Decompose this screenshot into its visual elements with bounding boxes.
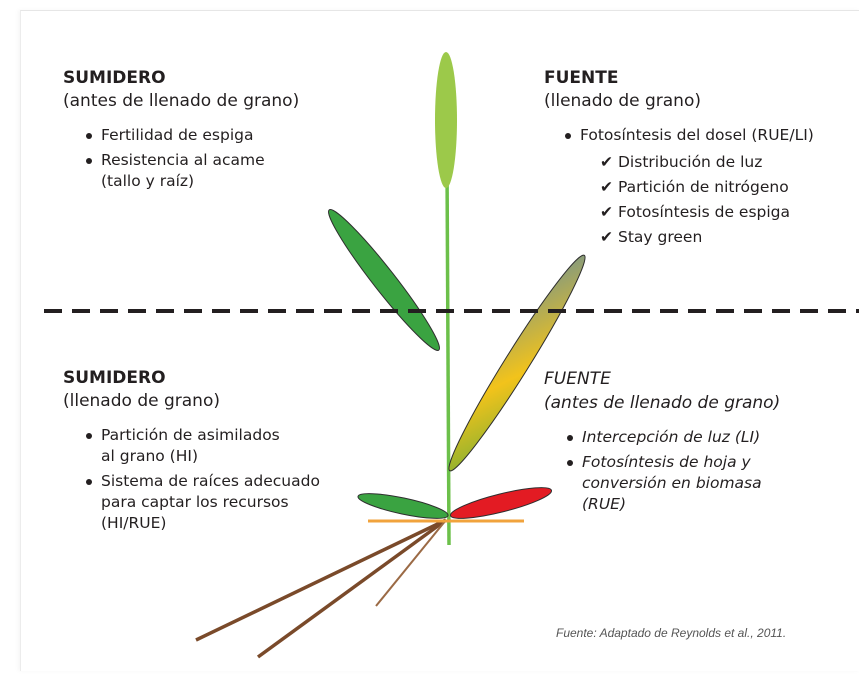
- bullet-item: Sistema de raíces adecuado para captar l…: [83, 471, 373, 534]
- check-item: ✔ Fotosíntesis de espiga: [600, 200, 859, 225]
- check-item: ✔ Partición de nitrógeno: [600, 175, 859, 200]
- bullet-line: para captar los recursos: [101, 493, 289, 511]
- bullet-list: Partición de asimilados al grano (HI) Si…: [83, 425, 373, 534]
- check-label: Partición de nitrógeno: [618, 178, 789, 196]
- source-caption: Fuente: Adaptado de Reynolds et al., 201…: [556, 626, 787, 640]
- spike: [435, 52, 457, 188]
- bullet-line: Partición de asimilados: [101, 426, 280, 444]
- subheading: (llenado de grano): [63, 391, 220, 411]
- bullet-item: Intercepción de luz (LI): [564, 427, 859, 448]
- root: [256, 518, 448, 659]
- bullet-list: Intercepción de luz (LI) Fotosíntesis de…: [564, 427, 859, 515]
- subheading: (llenado de grano): [544, 91, 701, 111]
- bottom-right-panel: FUENTE (antes de llenado de grano) Inter…: [544, 367, 859, 519]
- bottom-left-panel: SUMIDERO (llenado de grano) Partición de…: [63, 367, 373, 538]
- heading: FUENTE: [544, 369, 611, 389]
- check-mark-icon: ✔: [600, 178, 613, 196]
- bullet-list: Fotosíntesis del dosel (RUE/LI): [562, 125, 859, 146]
- bullet-line: al grano (HI): [101, 447, 198, 465]
- check-item: ✔ Distribución de luz: [600, 150, 859, 175]
- check-label: Stay green: [618, 228, 703, 246]
- bullet-item: Partición de asimilados al grano (HI): [83, 425, 373, 467]
- bullet-line: (HI/RUE): [101, 514, 167, 532]
- stem: [445, 164, 451, 546]
- roots: [195, 518, 448, 659]
- check-label: Fotosíntesis de espiga: [618, 203, 791, 221]
- top-left-panel: SUMIDERO (antes de llenado de grano) Fer…: [63, 67, 383, 196]
- bullet-list: Fertilidad de espiga Resistencia al acam…: [83, 125, 383, 192]
- check-mark-icon: ✔: [600, 203, 613, 221]
- top-right-panel: FUENTE (llenado de grano) Fotosíntesis d…: [544, 67, 859, 250]
- leaf-bottom-left: [357, 493, 449, 519]
- leaf-upper-left: [328, 209, 440, 351]
- heading: SUMIDERO: [63, 368, 166, 388]
- root: [195, 518, 447, 642]
- heading: FUENTE: [544, 68, 619, 88]
- bullet-line: Fotosíntesis de hoja y: [582, 453, 751, 471]
- check-mark-icon: ✔: [600, 153, 613, 171]
- bullet-item: Fotosíntesis de hoja y conversión en bio…: [564, 452, 859, 515]
- bullet-item: Fotosíntesis del dosel (RUE/LI): [562, 125, 859, 146]
- bullet-item: Resistencia al acame (tallo y raíz): [83, 150, 383, 192]
- check-list: ✔ Distribución de luz ✔ Partición de nitró…: [600, 150, 859, 250]
- bullet-line: (tallo y raíz): [101, 172, 195, 190]
- subheading: (antes de llenado de grano): [544, 393, 781, 413]
- bullet-line: conversión en biomasa: [582, 474, 762, 492]
- bullet-line: Sistema de raíces adecuado: [101, 472, 320, 490]
- heading: SUMIDERO: [63, 68, 166, 88]
- root: [375, 519, 447, 607]
- check-item: ✔ Stay green: [600, 225, 859, 250]
- check-mark-icon: ✔: [600, 228, 613, 246]
- bullet-line: (RUE): [582, 495, 627, 513]
- leaf-bottom-right: [449, 487, 553, 519]
- bullet-line: Resistencia al acame: [101, 151, 265, 169]
- check-label: Distribución de luz: [618, 153, 763, 171]
- subheading: (antes de llenado de grano): [63, 91, 300, 111]
- bullet-item: Fertilidad de espiga: [83, 125, 383, 146]
